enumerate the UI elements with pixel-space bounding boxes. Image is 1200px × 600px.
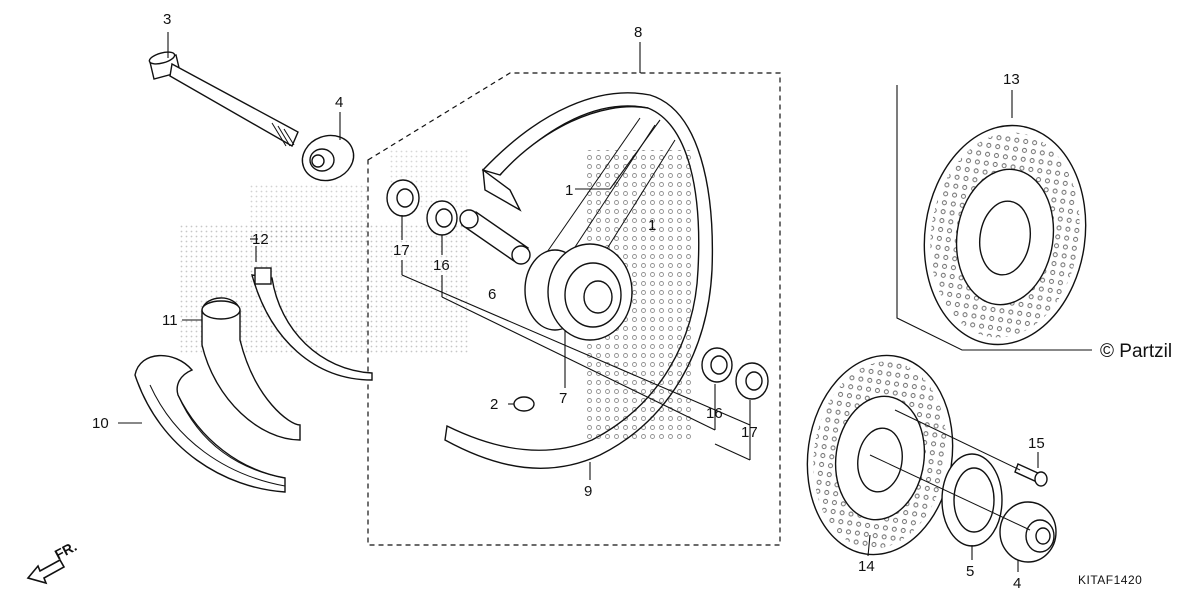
- front-marker-label: FR.: [52, 538, 79, 563]
- wheel-assembly-box: [367, 72, 781, 546]
- label-part-17-upper[interactable]: 17: [393, 242, 410, 259]
- valve-cap-part-2: [513, 396, 535, 412]
- tire-part-10: [134, 354, 286, 493]
- label-part-16-upper[interactable]: 16: [433, 257, 450, 274]
- part-labels: 3 4 8 1 1 17 16 6 7 2 16 17 9 12 11 10 1…: [92, 11, 1045, 592]
- label-part-12[interactable]: 12: [252, 231, 269, 248]
- label-part-4-upper[interactable]: 4: [335, 94, 343, 111]
- label-part-6[interactable]: 6: [488, 286, 496, 303]
- axle-part-3: [148, 51, 299, 147]
- label-part-4-lower[interactable]: 4: [1013, 575, 1021, 592]
- collar-part-4-lower: [999, 501, 1057, 563]
- copyright-text: © Partzil: [1100, 341, 1172, 362]
- brake-disc-part-14: [806, 354, 954, 556]
- label-part-17-lower[interactable]: 17: [741, 424, 758, 441]
- label-part-5[interactable]: 5: [966, 563, 974, 580]
- diagram-code: KITAF1420: [1078, 573, 1142, 587]
- label-part-1b[interactable]: 1: [648, 217, 656, 234]
- seal-part-17-lower: [735, 362, 769, 400]
- seal-part-17-upper: [386, 179, 420, 217]
- label-part-2[interactable]: 2: [490, 396, 498, 413]
- label-part-16-lower[interactable]: 16: [706, 405, 723, 422]
- bearing-part-16-upper: [426, 200, 458, 236]
- label-part-7[interactable]: 7: [559, 390, 567, 407]
- label-part-11[interactable]: 11: [162, 312, 178, 329]
- pulser-ring-part-5: [941, 453, 1003, 547]
- label-part-3[interactable]: 3: [163, 11, 171, 28]
- bolt-part-15: [1014, 463, 1048, 487]
- label-part-15[interactable]: 15: [1028, 435, 1045, 452]
- disc-bracket: [896, 85, 1092, 351]
- label-part-10[interactable]: 10: [92, 415, 109, 432]
- label-part-13[interactable]: 13: [1003, 71, 1020, 88]
- label-part-14[interactable]: 14: [858, 558, 875, 575]
- spacer-part-6: [459, 209, 531, 265]
- tube-part-11: [201, 297, 301, 441]
- leader-lines: [118, 32, 1039, 572]
- brake-disc-part-13: [923, 124, 1087, 346]
- bearing-part-16-lower: [701, 347, 733, 383]
- label-part-8[interactable]: 8: [634, 24, 642, 41]
- rim-band-part-12: [251, 267, 373, 381]
- label-part-1a[interactable]: 1: [565, 182, 573, 199]
- wheel-part-8: [444, 92, 714, 469]
- label-part-9[interactable]: 9: [584, 483, 592, 500]
- front-arrow-icon: FR.: [26, 538, 79, 585]
- collar-part-4-upper: [301, 134, 355, 182]
